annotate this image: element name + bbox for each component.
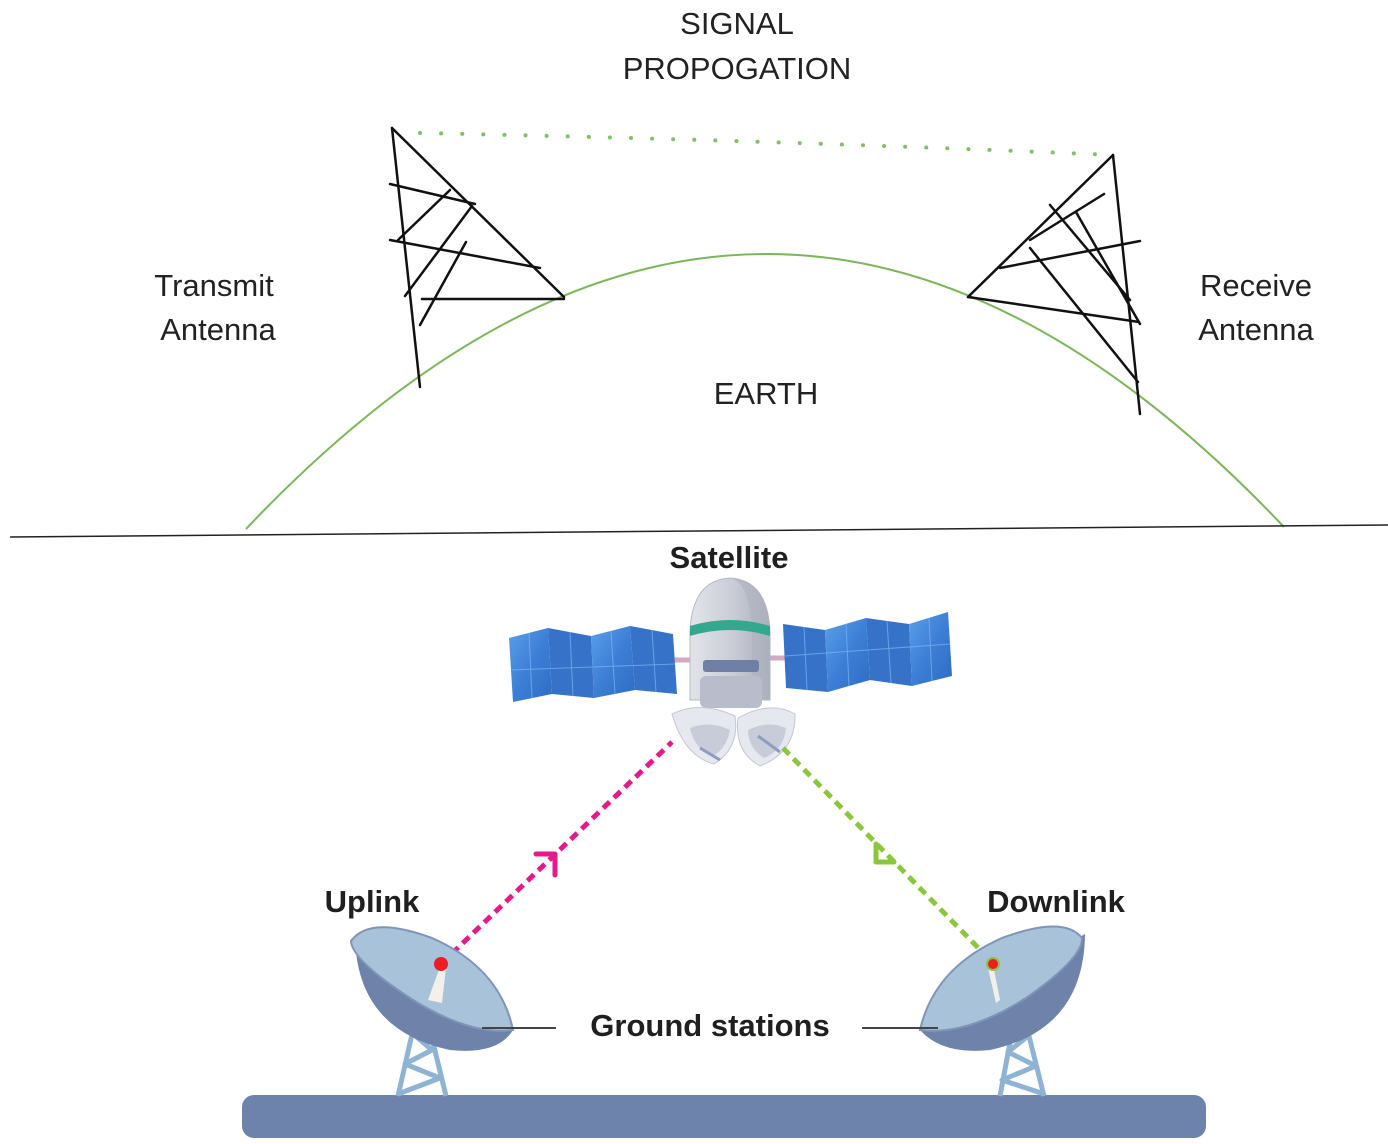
solar-panel-left-icon <box>509 626 677 702</box>
transmit-tower-icon <box>388 126 566 389</box>
signal-path <box>418 131 1114 157</box>
transmit-label-line-1: Transmit <box>154 268 274 303</box>
satellite-label: Satellite <box>670 540 789 575</box>
satellite-dish-right-icon <box>736 707 796 767</box>
uplink-beam <box>439 740 674 966</box>
title-line-2: PROPOGATION <box>623 51 852 86</box>
title-line-1: SIGNAL <box>680 6 794 41</box>
satellite-icon <box>509 577 952 767</box>
dish-antenna-right-icon <box>918 925 1085 1051</box>
uplink-label: Uplink <box>325 884 420 919</box>
downlink-beam <box>781 746 995 965</box>
ground-station-right <box>918 925 1085 1097</box>
dish-antenna-left-icon <box>349 926 515 1051</box>
downlink-arrow-icon <box>873 841 897 865</box>
panel-divider <box>9 524 1388 538</box>
earth-label: EARTH <box>714 376 819 411</box>
uplink-feed-dot <box>434 957 448 971</box>
transmit-label-line-2: Antenna <box>160 312 276 347</box>
uplink-arrow-icon <box>533 851 558 878</box>
solar-panel-right-icon <box>783 612 952 692</box>
top-panel: SIGNAL PROPOGATION Transm <box>154 6 1315 530</box>
receive-tower-icon <box>966 153 1142 416</box>
earth-arc <box>245 253 1285 530</box>
downlink-feed-dot <box>986 957 1000 971</box>
ground-stations-label: Ground stations <box>590 1008 829 1043</box>
receive-label-line-1: Receive <box>1200 268 1312 303</box>
ground-station-left <box>349 926 515 1097</box>
receive-label-line-2: Antenna <box>1198 312 1314 347</box>
downlink-label: Downlink <box>987 884 1126 919</box>
bottom-panel: Satellite <box>242 540 1206 1138</box>
satellite-dish-left-icon <box>671 706 737 765</box>
ground-base <box>242 1095 1206 1138</box>
